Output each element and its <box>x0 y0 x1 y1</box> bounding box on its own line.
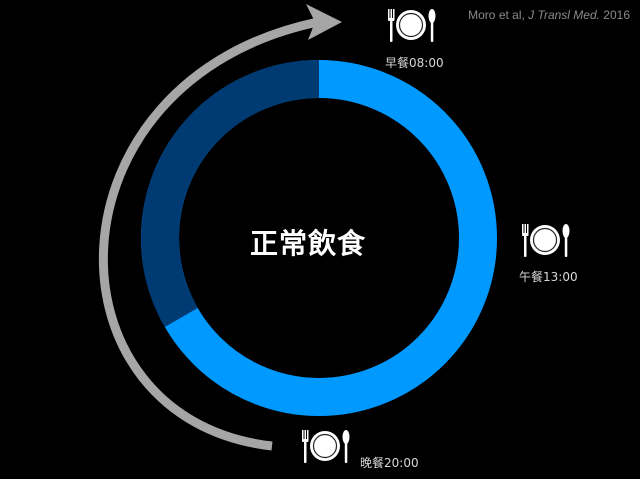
dinner-plate-icon <box>302 430 350 463</box>
fasting-window-arc <box>141 60 320 327</box>
lunch-label: 午餐13:00 <box>519 270 578 284</box>
arrow-head <box>306 4 342 40</box>
clockwise-arrow-icon <box>98 17 319 451</box>
citation-authors: Moro et al, <box>468 8 529 22</box>
lunch-plate-icon <box>522 224 570 257</box>
dinner-label: 晚餐20:00 <box>360 456 419 470</box>
breakfast-label: 早餐08:00 <box>385 56 444 70</box>
citation-year: 2016 <box>599 8 630 22</box>
center-title: 正常飲食 <box>250 227 367 260</box>
breakfast-plate-icon <box>388 9 436 42</box>
citation: Moro et al, J Transl Med. 2016 <box>468 8 630 22</box>
citation-journal: J Transl Med. <box>528 8 600 22</box>
